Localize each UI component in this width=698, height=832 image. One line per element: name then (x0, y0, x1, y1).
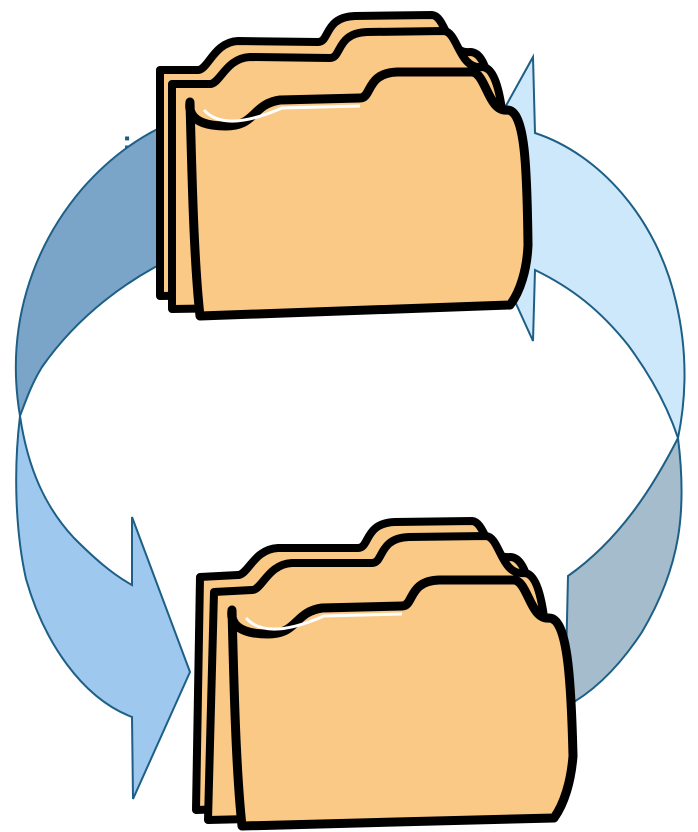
arrow-left-bottom-segment (16, 416, 190, 799)
bottom-folder-stack-icon (196, 521, 573, 826)
top-folder-stack-icon (160, 15, 528, 316)
arrow-right-bottom-segment (565, 438, 682, 707)
